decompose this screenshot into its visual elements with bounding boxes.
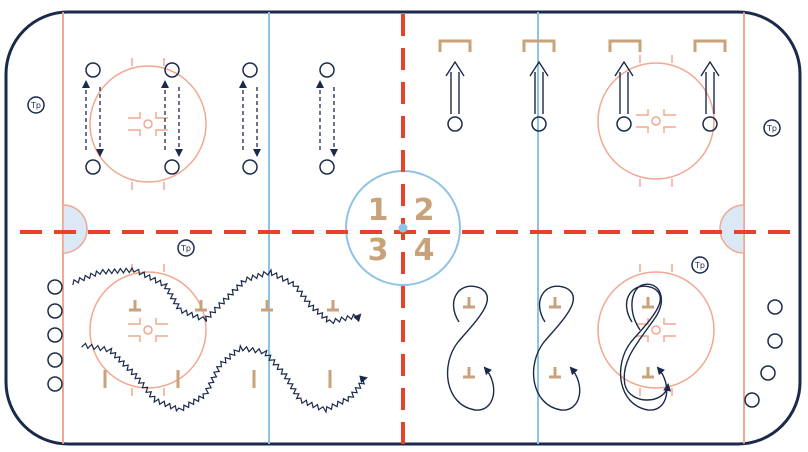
svg-text:Tp: Tp [30,101,41,110]
player [47,376,63,392]
player [760,365,776,381]
player [767,299,783,315]
zone-label-2: 2 [414,193,435,228]
player [702,116,718,132]
mini-net [608,39,642,52]
player [531,116,547,132]
svg-text:Tp: Tp [180,244,191,253]
mini-net [438,39,472,52]
coach-marker-1: Tp [27,96,45,114]
player [616,116,632,132]
zone-label-1: 1 [368,193,389,228]
pylon [195,300,207,312]
zone4-drill [446,283,783,411]
zone2-drill [438,39,727,132]
player [242,62,258,78]
pylon [463,297,475,309]
figure-eight-path [446,285,495,411]
player [47,279,63,295]
pylon [327,300,339,312]
player [744,392,760,408]
player [319,62,335,78]
faceoff-circle-top-right [597,55,715,187]
svg-text:Tp: Tp [766,124,777,133]
pylon [129,300,141,312]
pylon [642,297,654,309]
player [767,333,783,349]
figure-eight-path [532,285,581,411]
mini-net [522,39,556,52]
player [242,159,258,175]
pylon [549,367,561,379]
player [47,352,63,368]
skating-path-upper [72,266,362,325]
pylon [549,297,561,309]
zone1-drill [82,62,338,175]
player [85,62,101,78]
coach-marker-2: Tp [177,239,195,257]
zone-label-3: 3 [368,233,389,268]
center-dot [398,223,408,233]
pylon [463,367,475,379]
player [47,303,63,319]
coach-marker-4: Tp [763,119,781,137]
svg-text:Tp: Tp [694,261,705,270]
mini-net [693,39,727,52]
player [447,116,463,132]
pylon [261,300,273,312]
zone-label-4: 4 [414,233,435,268]
player [47,327,63,343]
pylon [642,367,654,379]
player [319,159,335,175]
faceoff-circle-top-left [89,58,207,190]
zone3-drill [47,266,368,414]
faceoff-circle-bottom-right [597,264,715,396]
coach-marker-3: Tp [691,256,709,274]
player [85,159,101,175]
player [164,62,180,78]
player [164,159,180,175]
goal-crease-left [62,204,88,254]
skating-path-lower [81,342,368,414]
figure-eight-path [623,283,672,401]
